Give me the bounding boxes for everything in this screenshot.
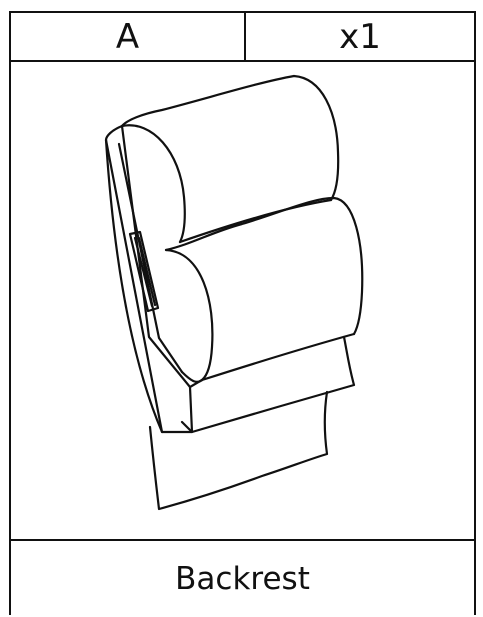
part-card: A x1 Backres (9, 11, 476, 615)
part-name: Backrest (175, 561, 310, 597)
illustration-panel (11, 62, 474, 541)
part-letter: A (11, 13, 246, 60)
part-header: A x1 (11, 13, 474, 62)
part-quantity: x1 (339, 16, 381, 57)
